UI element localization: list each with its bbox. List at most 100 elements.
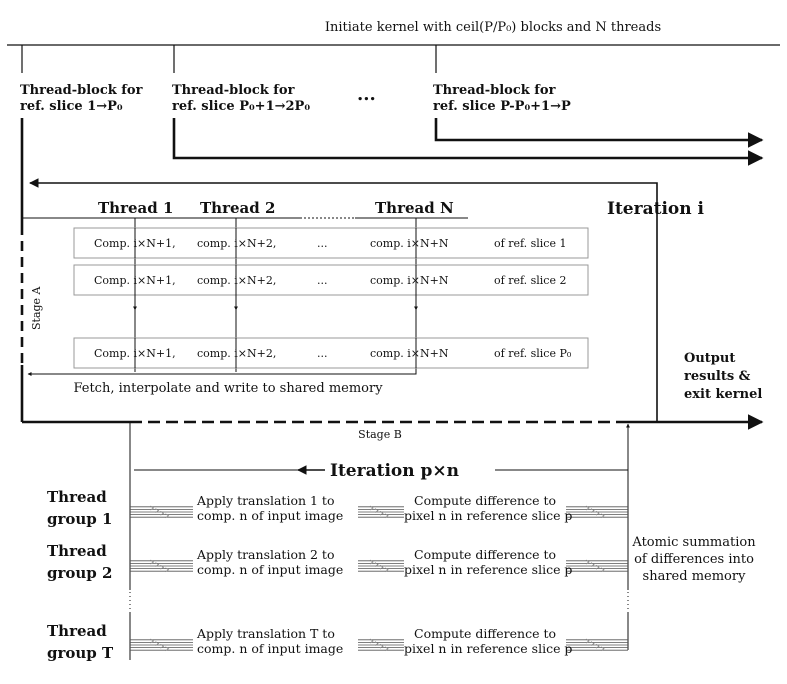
block1-label-line1: Thread-block for [20, 83, 143, 98]
row3-comp-2: comp. i×N+2, [197, 347, 276, 360]
group1-bundle-arrowhead [160, 510, 165, 516]
row2-dots: ... [317, 274, 328, 287]
group3-apply-line2: comp. n of input image [197, 641, 343, 656]
group1-bundle-arrowhead [165, 513, 170, 519]
row3-dots: ... [317, 347, 328, 360]
row3-comp-n: comp. i×N+N [370, 347, 449, 360]
stage-b-label: Stage B [358, 428, 402, 441]
group1-bundle-arrowhead [590, 508, 595, 513]
group1-bundle-arrowhead [150, 505, 155, 511]
stage-a-row-2 [73, 264, 589, 296]
fetch-caption: Fetch, interpolate and write to shared m… [73, 381, 383, 396]
group1-diff-line2: pixel n in reference slice p [404, 508, 572, 523]
group2-bundle-arrowhead [595, 564, 600, 570]
stage-a-row-3-text: Comp. i×N+1, comp. i×N+2, ... comp. i×N+… [94, 347, 572, 360]
group3-bundle-arrowhead [155, 641, 160, 646]
blocks-ellipsis: ... [357, 84, 376, 105]
group3-label-line2: group T [47, 644, 114, 662]
atomic-line3: shared memory [643, 569, 747, 584]
group3-apply-line1: Apply translation T to [196, 626, 335, 641]
row1-comp-n: comp. i×N+N [370, 237, 449, 250]
block3-label-line2: ref. slice P-P₀+1→P [433, 99, 571, 114]
row2-slice: of ref. slice 2 [494, 274, 566, 287]
group2-texts: Apply translation 2 to comp. n of input … [196, 547, 572, 577]
group2-bundle-arrowhead [369, 559, 374, 565]
output-line1: Output [684, 351, 735, 366]
group1-label-line1: Thread [47, 488, 107, 506]
group1-texts: Apply translation 1 to comp. n of input … [196, 493, 572, 523]
group3-label-line1: Thread [47, 622, 107, 640]
atomic-line2: of differences into [634, 552, 754, 567]
group3-bundle-arrowhead [600, 646, 605, 652]
group2-bundle-arrowhead [600, 567, 605, 573]
stage-a-row-3 [73, 337, 589, 369]
block2-label-line2: ref. slice P₀+1→2P₀ [172, 99, 310, 114]
group2-bundle-arrowhead [590, 562, 595, 567]
group3-diff-line1: Compute difference to [414, 626, 556, 641]
group1-bundle-arrowhead [155, 508, 160, 513]
iteration-pn-label-bg [325, 458, 495, 480]
group2-bundle-arrowhead [160, 564, 165, 570]
block3-flow-arrow [434, 118, 764, 148]
group1-apply-line2: comp. n of input image [197, 508, 343, 523]
iteration-i-label: Iteration i [607, 199, 705, 219]
group2-diff-line2: pixel n in reference slice p [404, 562, 572, 577]
group1-bundle-arrowhead [600, 513, 605, 519]
block1-label-line2: ref. slice 1→P₀ [20, 99, 123, 114]
row1-slice: of ref. slice 1 [494, 237, 566, 250]
group3-bundle-arrowhead [590, 641, 595, 646]
atomic-line1: Atomic summation [631, 535, 756, 550]
row1-comp-1: Comp. i×N+1, [94, 237, 176, 250]
block3-label-line1: Thread-block for [433, 83, 556, 98]
row3-comp-1: Comp. i×N+1, [94, 347, 176, 360]
stage-a-label: Stage A [30, 285, 43, 330]
group3-bundle-arrowhead [160, 643, 165, 649]
iteration-pn-label: Iteration p×n [330, 461, 459, 481]
iteration-i-loop-arrow [29, 178, 658, 422]
group3-bundle-arrowhead [384, 646, 389, 652]
group3-bundle-arrowhead [150, 638, 155, 644]
stage-a-row-1-text: Comp. i×N+1, comp. i×N+2, ... comp. i×N+… [94, 237, 566, 250]
group1-bundle-arrowhead [595, 510, 600, 516]
row2-comp-2: comp. i×N+2, [197, 274, 276, 287]
group3-bundle-arrowhead [165, 646, 170, 652]
group3-bundle-arrowhead [374, 641, 379, 646]
group2-bundle-arrowhead [585, 559, 590, 565]
group2-bundle-arrowhead [384, 567, 389, 573]
group1-bundle-arrowhead [369, 505, 374, 511]
output-line3: exit kernel [684, 387, 762, 402]
group2-bundle-arrowhead [155, 562, 160, 567]
block2-label-line1: Thread-block for [172, 83, 295, 98]
row2-comp-n: comp. i×N+N [370, 274, 449, 287]
group3-texts: Apply translation T to comp. n of input … [196, 626, 572, 656]
group3-bundle-arrowhead [595, 643, 600, 649]
group1-bundle-arrowhead [384, 513, 389, 519]
group2-apply-line1: Apply translation 2 to [196, 547, 334, 562]
group3-diff-line2: pixel n in reference slice p [404, 641, 572, 656]
thread-2-label: Thread 2 [200, 199, 275, 217]
kernel-init-caption: Initiate kernel with ceil(P/P₀) blocks a… [325, 20, 661, 35]
group2-diff-line1: Compute difference to [414, 547, 556, 562]
group2-apply-line2: comp. n of input image [197, 562, 343, 577]
stage-a-row-2-text: Comp. i×N+1, comp. i×N+2, ... comp. i×N+… [94, 274, 566, 287]
group2-label-line2: group 2 [47, 564, 112, 582]
row1-comp-2: comp. i×N+2, [197, 237, 276, 250]
group1-diff-line1: Compute difference to [414, 493, 556, 508]
output-line2: results & [684, 369, 751, 384]
row1-dots: ... [317, 237, 328, 250]
group2-bundle-arrowhead [379, 564, 384, 570]
group3-bundle-arrowhead [379, 643, 384, 649]
thread-groups [130, 505, 628, 652]
group2-bundle-arrowhead [150, 559, 155, 565]
block2-flow-arrow [172, 118, 764, 166]
row3-slice: of ref. slice P₀ [494, 347, 572, 360]
group2-label-line1: Thread [47, 542, 107, 560]
group1-bundle-arrowhead [585, 505, 590, 511]
group3-bundle-arrowhead [369, 638, 374, 644]
group1-bundle-arrowhead [379, 510, 384, 516]
group1-apply-line1: Apply translation 1 to [196, 493, 334, 508]
stage-a-row-1 [73, 227, 589, 259]
group1-label-line2: group 1 [47, 510, 112, 528]
